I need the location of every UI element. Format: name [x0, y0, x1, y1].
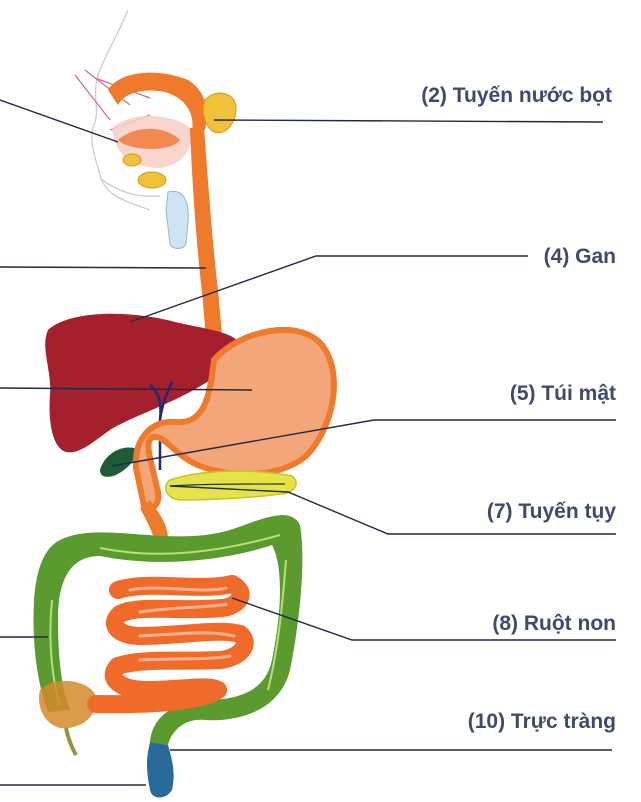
trachea: [166, 191, 188, 248]
submandibular-gland: [123, 154, 141, 166]
leader-line-liver: [130, 256, 528, 322]
small-intestine: [96, 584, 245, 704]
label-small-intestine: (8) Ruột non: [492, 612, 616, 635]
label-salivary-gland: (2) Tuyến nước bọt: [421, 84, 612, 107]
leader-line-salivary-gland: [214, 120, 603, 122]
sublingual-gland: [138, 172, 166, 188]
leader-line-esophagus: [0, 267, 206, 268]
label-pancreas: (7) Tuyến tụy: [487, 500, 616, 523]
parotid-gland: [203, 93, 236, 133]
label-rectum: (10) Trực tràng: [468, 710, 616, 733]
appendix: [66, 728, 76, 755]
label-liver: (4) Gan: [544, 245, 616, 268]
label-gallbladder: (5) Túi mật: [510, 382, 616, 405]
leader-line-mouth: [0, 100, 118, 142]
rectum: [147, 742, 174, 798]
